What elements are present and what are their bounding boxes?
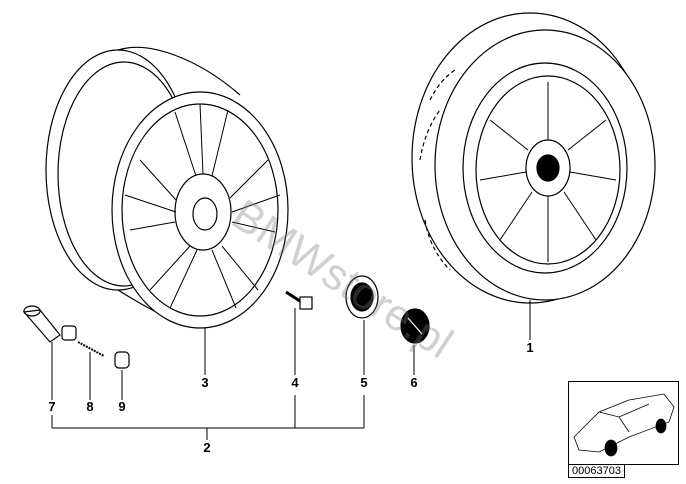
car-icon bbox=[573, 393, 675, 457]
callout-8: 8 bbox=[86, 399, 94, 414]
callout-1: 1 bbox=[526, 340, 534, 355]
callout-4: 4 bbox=[291, 375, 299, 390]
leader-lines bbox=[51, 300, 531, 440]
callout-7: 7 bbox=[48, 399, 56, 414]
thumbnail-code: 00063703 bbox=[568, 464, 625, 478]
tire-wheel-drawing bbox=[411, 12, 656, 304]
callout-9: 9 bbox=[118, 399, 126, 414]
small-parts bbox=[22, 275, 430, 369]
vehicle-thumbnail bbox=[568, 381, 679, 465]
callout-2: 2 bbox=[203, 440, 211, 455]
callout-5: 5 bbox=[360, 375, 368, 390]
callout-3: 3 bbox=[201, 375, 209, 390]
alloy-rim-drawing bbox=[45, 46, 289, 329]
callout-6: 6 bbox=[410, 375, 418, 390]
